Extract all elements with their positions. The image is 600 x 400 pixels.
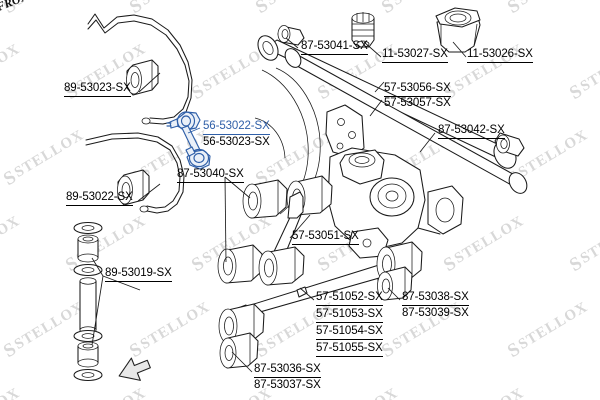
stabilizer-bushing-upper [126,59,159,96]
control-arm-bushing-pair-part [217,179,288,284]
shock-absorber-shaft-part [73,221,103,382]
upper-arm-bushing-front [277,25,305,46]
stabilizer-link-highlight [166,111,211,170]
part-number-label: 87-53039-SX [402,307,469,319]
part-number-label: 87-53040-SX [177,168,244,183]
knuckle-carrier-part [254,67,464,259]
dust-cover-part [435,7,481,53]
part-number-label: 57-53056-SX [384,82,451,97]
part-number-label: 87-53036-SX [254,363,321,378]
part-number-label: 56-53023-SX [203,136,270,148]
part-number-label: 87-53042-SX [438,124,505,139]
part-number-label: 57-51055-SX [316,342,383,357]
knuckle-bushing [287,191,304,219]
part-number-label: 87-53038-SX [402,291,469,306]
part-number-label: 89-53023-SX [64,82,131,97]
part-number-label: 57-51052-SX [316,291,383,306]
trailing-arm-part [284,48,528,194]
upper-control-arm-part [257,25,525,169]
front-arrow-icon [118,357,151,381]
stabilizer-bar-upper-part [87,13,193,125]
bump-stop-part [351,12,375,48]
part-number-label: 11-53027-SX [382,48,448,63]
stabilizer-bar-lower-part [85,132,185,214]
leader-lines [91,37,467,373]
lower-arm-bushing-inner [219,332,259,369]
part-number-label: 89-53019-SX [105,267,172,282]
lower-arm-bushing-outer [377,266,413,301]
part-number-label: 57-51053-SX [316,308,383,323]
part-number-label: 57-51054-SX [316,325,383,340]
part-number-label: 57-53057-SX [384,97,451,109]
stabilizer-bushing-lower [117,169,150,206]
part-number-label: 57-53051-SX [292,230,359,245]
part-number-label: 87-53037-SX [254,379,321,391]
part-number-label: 11-53026-SX [467,48,533,63]
part-number-label[interactable]: 56-53022-SX [203,120,270,135]
part-number-label: 89-53022-SX [66,191,133,206]
upper-arm-bushing-rear [493,132,525,169]
part-number-label: 87-53041-SX [301,40,368,55]
